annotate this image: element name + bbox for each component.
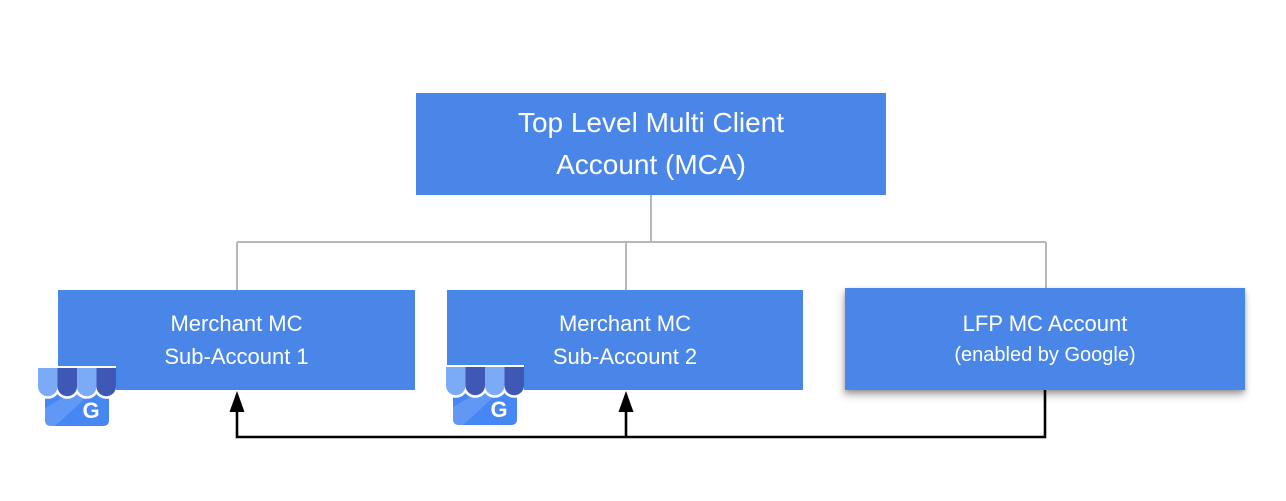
arrowhead-up-icon <box>229 391 245 412</box>
node-label-line1: Merchant MC <box>170 311 303 336</box>
google-business-profile-icon: G <box>38 366 116 428</box>
arrowhead-up-icon <box>618 391 634 412</box>
awning-stripes <box>446 367 524 396</box>
node-merchant-sub-account-1: Merchant MC Sub-Account 1 <box>58 290 415 390</box>
black-feedback-arrows <box>229 390 1047 439</box>
node-label-line1: Top Level Multi Client <box>517 107 785 138</box>
node-label-line2: Account (MCA) <box>556 149 746 180</box>
node-top-mca: Top Level Multi Client Account (MCA) <box>416 93 886 195</box>
node-label-line1: LFP MC Account <box>962 311 1128 336</box>
gray-tree-connectors <box>236 195 1047 290</box>
node-label-line1: Merchant MC <box>558 311 692 336</box>
node-label-line2: Sub-Account 2 <box>552 344 698 369</box>
node-lfp-mc-account: LFP MC Account (enabled by Google) <box>845 288 1245 390</box>
google-g-letter: G <box>82 398 99 423</box>
node-label-line2: (enabled by Google) <box>954 344 1136 366</box>
google-business-profile-icon: G <box>446 365 524 427</box>
google-g-letter: G <box>490 397 507 422</box>
node-label-line2: Sub-Account 1 <box>164 344 309 369</box>
awning-stripes <box>38 368 116 397</box>
